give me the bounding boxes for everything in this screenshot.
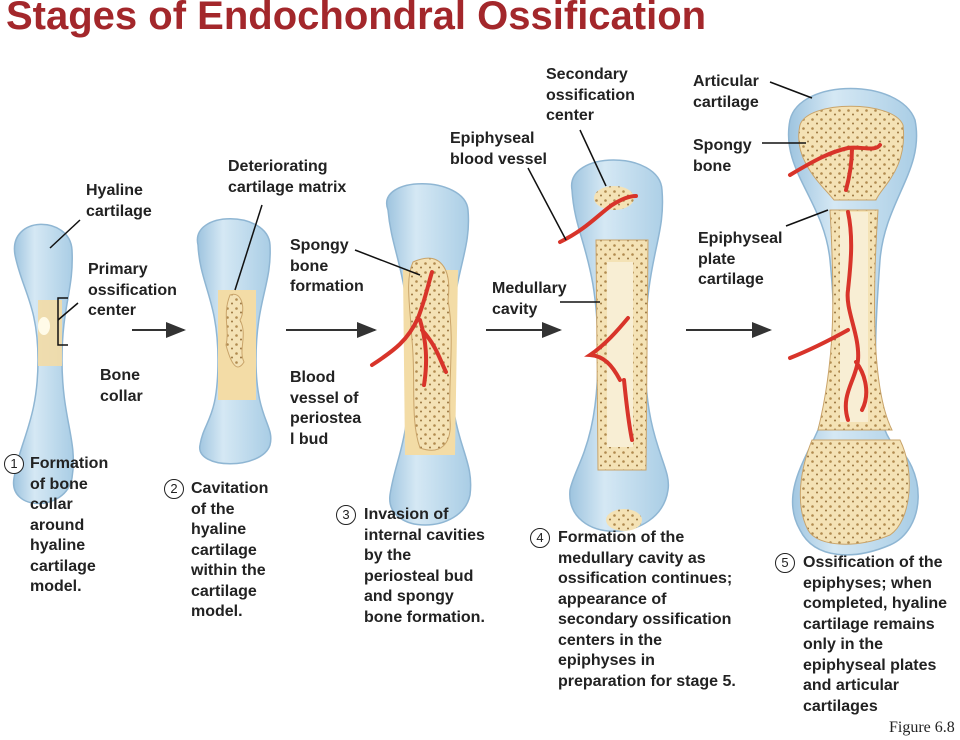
stage-caption: Cavitation of the hyaline cartilage with… xyxy=(191,479,268,623)
stage-caption: Formation of the medullary cavity as oss… xyxy=(558,528,736,692)
bone-stage-4 xyxy=(560,160,668,531)
label-spongy-bone: Spongy bone xyxy=(693,136,752,177)
bone-stage-3 xyxy=(372,184,471,525)
label-bone-collar: Bone collar xyxy=(100,366,143,407)
stage-number: 3 xyxy=(336,505,356,525)
stage-caption: Formation of bone collar around hyaline … xyxy=(30,454,108,598)
stage-number: 5 xyxy=(775,553,795,573)
bone-stage-5 xyxy=(789,89,919,555)
label-articular-cartilage: Articular cartilage xyxy=(693,72,759,113)
label-medullary-cavity: Medullary cavity xyxy=(492,279,567,320)
stage-number: 2 xyxy=(164,479,184,499)
stage-caption: Ossification of the epiphyses; when comp… xyxy=(803,553,947,717)
stage-number: 1 xyxy=(4,454,24,474)
primary-center-spot xyxy=(38,317,50,335)
bone-stage-2 xyxy=(197,219,270,464)
label-epiphyseal-plate-cartilage: Epiphyseal plate cartilage xyxy=(698,229,782,291)
label-hyaline-cartilage: Hyaline cartilage xyxy=(86,181,152,222)
label-deteriorating-cartilage-matrix: Deteriorating cartilage matrix xyxy=(228,157,346,198)
label-blood-vessel-periosteal-bud: Blood vessel of periostea l bud xyxy=(290,368,361,450)
figure-label: Figure 6.8 xyxy=(889,719,955,737)
label-secondary-ossification-center: Secondary ossification center xyxy=(546,65,635,127)
stage-number: 4 xyxy=(530,528,550,548)
label-spongy-bone-formation: Spongy bone formation xyxy=(290,236,364,298)
label-primary-ossification-center: Primary ossification center xyxy=(88,260,177,322)
stage-caption: Invasion of internal cavities by the per… xyxy=(364,505,485,628)
label-epiphyseal-blood-vessel: Epiphyseal blood vessel xyxy=(450,129,547,170)
